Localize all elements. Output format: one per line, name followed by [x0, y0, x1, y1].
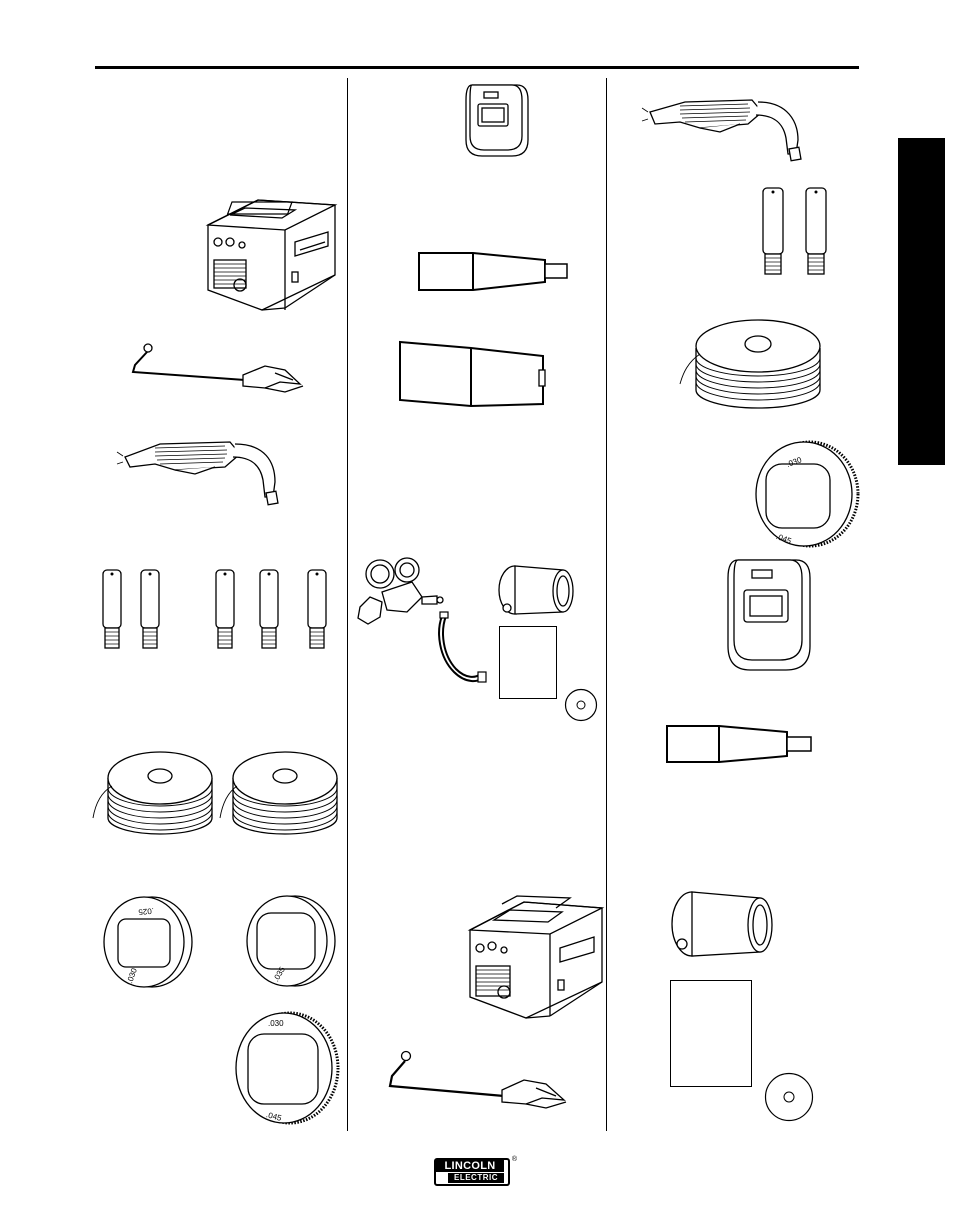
wire-spool-icon [676, 318, 826, 412]
work-clamp-cable-icon [125, 340, 305, 400]
drive-roll-icon: .025 .030 [100, 895, 195, 990]
work-clamp-cable-icon [384, 1048, 574, 1120]
logo-top-text: LINCOLN [436, 1160, 504, 1172]
cd-disc-icon [564, 688, 598, 722]
gas-nozzle-icon [415, 248, 575, 293]
welder-machine-icon [462, 882, 607, 1022]
drive-roll-size-label: .025 [137, 906, 154, 916]
lincoln-electric-logo: LINCOLN ELECTRIC ® [434, 1158, 510, 1186]
gas-hose-icon [434, 612, 490, 692]
logo-bottom-text: ELECTRIC [448, 1173, 504, 1183]
mig-gun-icon [640, 92, 812, 164]
gas-regulator-icon [352, 552, 444, 637]
drive-roll-icon: .035 [243, 893, 338, 993]
mig-gun-icon [115, 432, 290, 507]
drive-roll-size-label: .030 [268, 1019, 284, 1028]
spindle-adapter-icon [668, 886, 783, 958]
welding-helmet-icon [724, 556, 814, 674]
registered-mark: ® [512, 1156, 517, 1163]
contact-tip-icon [98, 568, 170, 650]
instruction-manual-icon [499, 626, 557, 699]
cd-disc-icon [764, 1072, 814, 1122]
column-divider-left [347, 78, 348, 1131]
top-rule [95, 66, 859, 69]
drive-roll-icon: .030 .045 [750, 440, 862, 550]
drive-roll-icon: .030 .045 [230, 1010, 342, 1126]
wire-spool-icon [218, 748, 343, 838]
welding-helmet-icon [462, 80, 532, 160]
welder-machine-icon [200, 180, 340, 315]
gas-nozzle-icon [663, 722, 818, 766]
section-tab [898, 138, 945, 465]
gas-nozzle-icon [395, 338, 555, 410]
contact-tip-icon [212, 568, 334, 650]
instruction-manual-icon [670, 980, 752, 1087]
contact-tip-icon [758, 186, 838, 278]
wire-spool-icon [90, 748, 215, 838]
spindle-adapter-icon [495, 562, 580, 617]
